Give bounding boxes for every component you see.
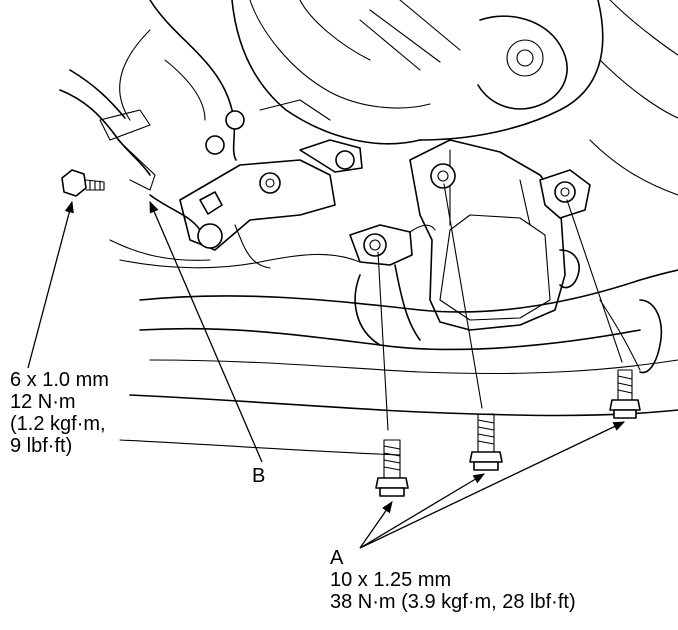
- callout-a-size-label: 10 x 1.25 mm: [330, 569, 452, 591]
- callout-a-letter: A: [330, 547, 344, 569]
- leader-lines: [27, 183, 626, 549]
- bolt-a-2: [469, 413, 503, 471]
- callout-b-label: B: [252, 465, 266, 487]
- bolt-6x1-torque-kgf-label: (1.2 kgf·m,: [10, 413, 106, 435]
- engine-block-outline: [119, 0, 678, 196]
- callout-a-torque-label: 38 N·m (3.9 kgf·m, 28 lbf·ft): [330, 591, 576, 613]
- bolt-a-3: [609, 369, 641, 419]
- bolt-a-1: [375, 439, 409, 497]
- engine-mount: [349, 139, 591, 346]
- bolt-6x1-torque-lbf-label: 9 lbf·ft): [10, 435, 73, 457]
- bolt-6x1-size-label: 6 x 1.0 mm: [10, 369, 109, 391]
- bolt-6x1-torque-nm-label: 12 N·m: [10, 391, 76, 413]
- wire-harness: [59, 69, 201, 231]
- small-bolt-6x1: [61, 169, 105, 197]
- engine-bracket: [179, 110, 363, 269]
- subframe: [109, 239, 678, 456]
